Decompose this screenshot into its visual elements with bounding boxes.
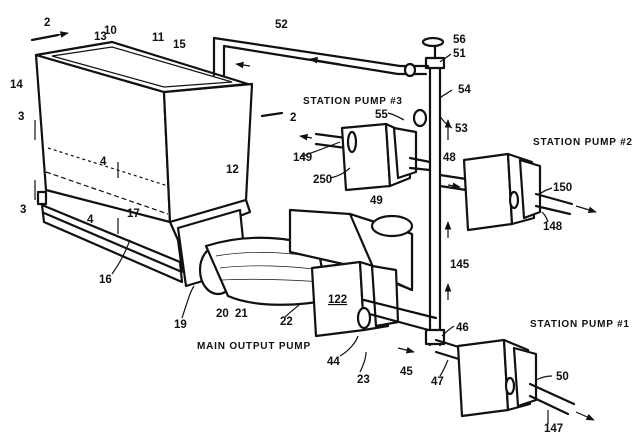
ref-53: 53 [455, 123, 468, 135]
ref-46: 46 [456, 322, 469, 334]
ref-2: 2 [44, 17, 50, 29]
ref-52: 52 [275, 19, 288, 31]
ref-4: 4 [100, 156, 107, 168]
ref-45: 45 [400, 366, 413, 378]
ref-48: 48 [443, 152, 456, 164]
ref-13: 13 [94, 31, 107, 43]
station-pump-3 [316, 110, 430, 190]
ref-11: 11 [152, 32, 165, 44]
ref-16: 16 [99, 274, 112, 286]
caption-station-pump-2: STATION PUMP #2 [533, 137, 633, 148]
ref-12: 12 [226, 164, 239, 176]
ref-21: 21 [235, 308, 248, 320]
ref-20: 20 [216, 308, 229, 320]
ref-3: 3 [20, 204, 26, 216]
return-pipe [214, 38, 428, 76]
caption-station-pump-3: STATION PUMP #3 [303, 96, 403, 107]
ref-15: 15 [173, 39, 186, 51]
caption-main-output-pump: MAIN OUTPUT PUMP [197, 341, 311, 352]
ref-17: 17 [127, 208, 140, 220]
ref-4: 4 [87, 214, 94, 226]
ref-22: 22 [280, 316, 293, 328]
ref-23: 23 [357, 374, 370, 386]
ref-44: 44 [327, 356, 340, 368]
ref-145: 145 [450, 259, 470, 271]
ref-50: 50 [556, 371, 569, 383]
ref-147: 147 [544, 423, 563, 435]
ref-3: 3 [18, 111, 24, 123]
caption-station-pump-1: STATION PUMP #1 [530, 319, 630, 330]
ref-49: 49 [370, 195, 383, 207]
ref-51: 51 [453, 48, 466, 60]
ref-56: 56 [453, 34, 466, 46]
ref-148: 148 [543, 221, 563, 233]
ref-250: 250 [313, 174, 332, 186]
ref-122: 122 [328, 294, 347, 306]
ref-55: 55 [375, 109, 388, 121]
ref-150: 150 [553, 182, 572, 194]
ref-47: 47 [431, 376, 444, 388]
ref-19: 19 [174, 319, 187, 331]
ref-54: 54 [458, 84, 471, 96]
ref-14: 14 [10, 79, 23, 91]
ref-2: 2 [290, 112, 296, 124]
